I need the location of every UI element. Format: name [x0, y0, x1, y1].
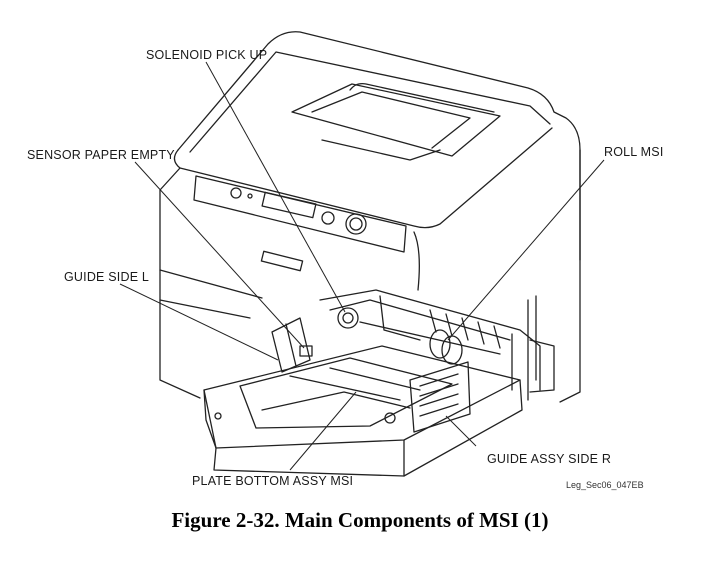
button-left — [230, 187, 242, 199]
printer-top-inner — [189, 51, 551, 153]
front-handle — [260, 250, 304, 272]
button-ok — [321, 211, 335, 225]
leader-roll — [447, 159, 605, 341]
label-roll-msi: ROLL MSI — [604, 145, 664, 159]
output-tray — [291, 83, 501, 157]
label-solenoid-pick-up: SOLENOID PICK UP — [146, 48, 268, 62]
figure-caption: Figure 2-32. Main Components of MSI (1) — [171, 508, 549, 532]
plate-bottom — [239, 357, 453, 429]
leader-guide-l — [119, 283, 279, 361]
solenoid-pick-up-part — [337, 307, 359, 329]
sensor-paper-empty-part — [299, 345, 313, 357]
leader-sensor — [134, 161, 305, 349]
msi-tray-base — [203, 345, 521, 449]
printer-right-side — [559, 149, 581, 403]
leader-solenoid — [205, 61, 346, 313]
printer-top-cover — [177, 31, 581, 261]
roll-msi-part — [429, 329, 451, 359]
button-dial — [345, 213, 367, 235]
leader-guide-r — [445, 415, 477, 447]
label-plate-bottom-assy-msi: PLATE BOTTOM ASSY MSI — [192, 474, 354, 488]
front-top-edge — [173, 127, 553, 229]
leader-plate — [289, 391, 357, 471]
label-guide-side-l: GUIDE SIDE L — [64, 270, 150, 284]
label-guide-assy-side-r: GUIDE ASSY SIDE R — [487, 452, 612, 466]
printer-left-side — [159, 167, 201, 399]
display-window — [261, 191, 317, 219]
image-code: Leg_Sec06_047EB — [566, 480, 644, 490]
guide-assy-side-r — [409, 361, 471, 433]
guide-side-l — [271, 317, 311, 373]
control-panel — [193, 175, 407, 253]
msi-rear-frame — [319, 289, 541, 391]
label-sensor-paper-empty: SENSOR PAPER EMPTY — [27, 148, 175, 162]
